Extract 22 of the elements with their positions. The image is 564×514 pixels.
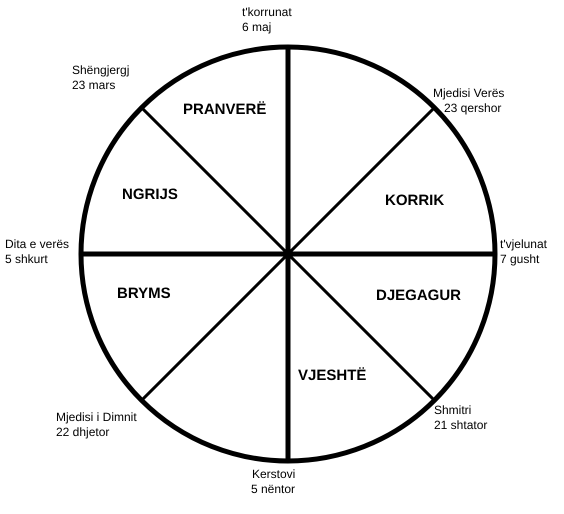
date-label: 23 qershor bbox=[444, 101, 502, 115]
date-label: t'korrunat bbox=[242, 5, 292, 19]
date-label: 23 mars bbox=[72, 78, 116, 92]
month-label: PRANVERË bbox=[183, 101, 266, 118]
date-label: Dita e verës bbox=[5, 237, 70, 251]
month-label: DJEGAGUR bbox=[376, 287, 462, 304]
month-label: KORRIK bbox=[385, 192, 444, 209]
date-label: t'vjelunat bbox=[500, 237, 547, 251]
date-label: 5 nëntor bbox=[251, 482, 296, 496]
date-label: 22 dhjetor bbox=[56, 425, 110, 439]
date-label: Mjedisi Verës bbox=[433, 86, 504, 100]
month-label: NGRIJS bbox=[122, 186, 178, 203]
date-label: Kerstovi bbox=[252, 467, 296, 481]
month-label: VJESHTË bbox=[298, 367, 366, 384]
date-label: Shëngjergj bbox=[72, 63, 130, 77]
date-label: 21 shtator bbox=[434, 418, 488, 432]
date-label: 7 gusht bbox=[500, 252, 540, 266]
date-label: Mjedisi i Dimnit bbox=[56, 410, 137, 424]
date-label: 5 shkurt bbox=[5, 252, 48, 266]
month-label: BRYMS bbox=[117, 285, 171, 302]
date-label: 6 maj bbox=[242, 20, 272, 34]
date-label: Shmitri bbox=[434, 403, 472, 417]
